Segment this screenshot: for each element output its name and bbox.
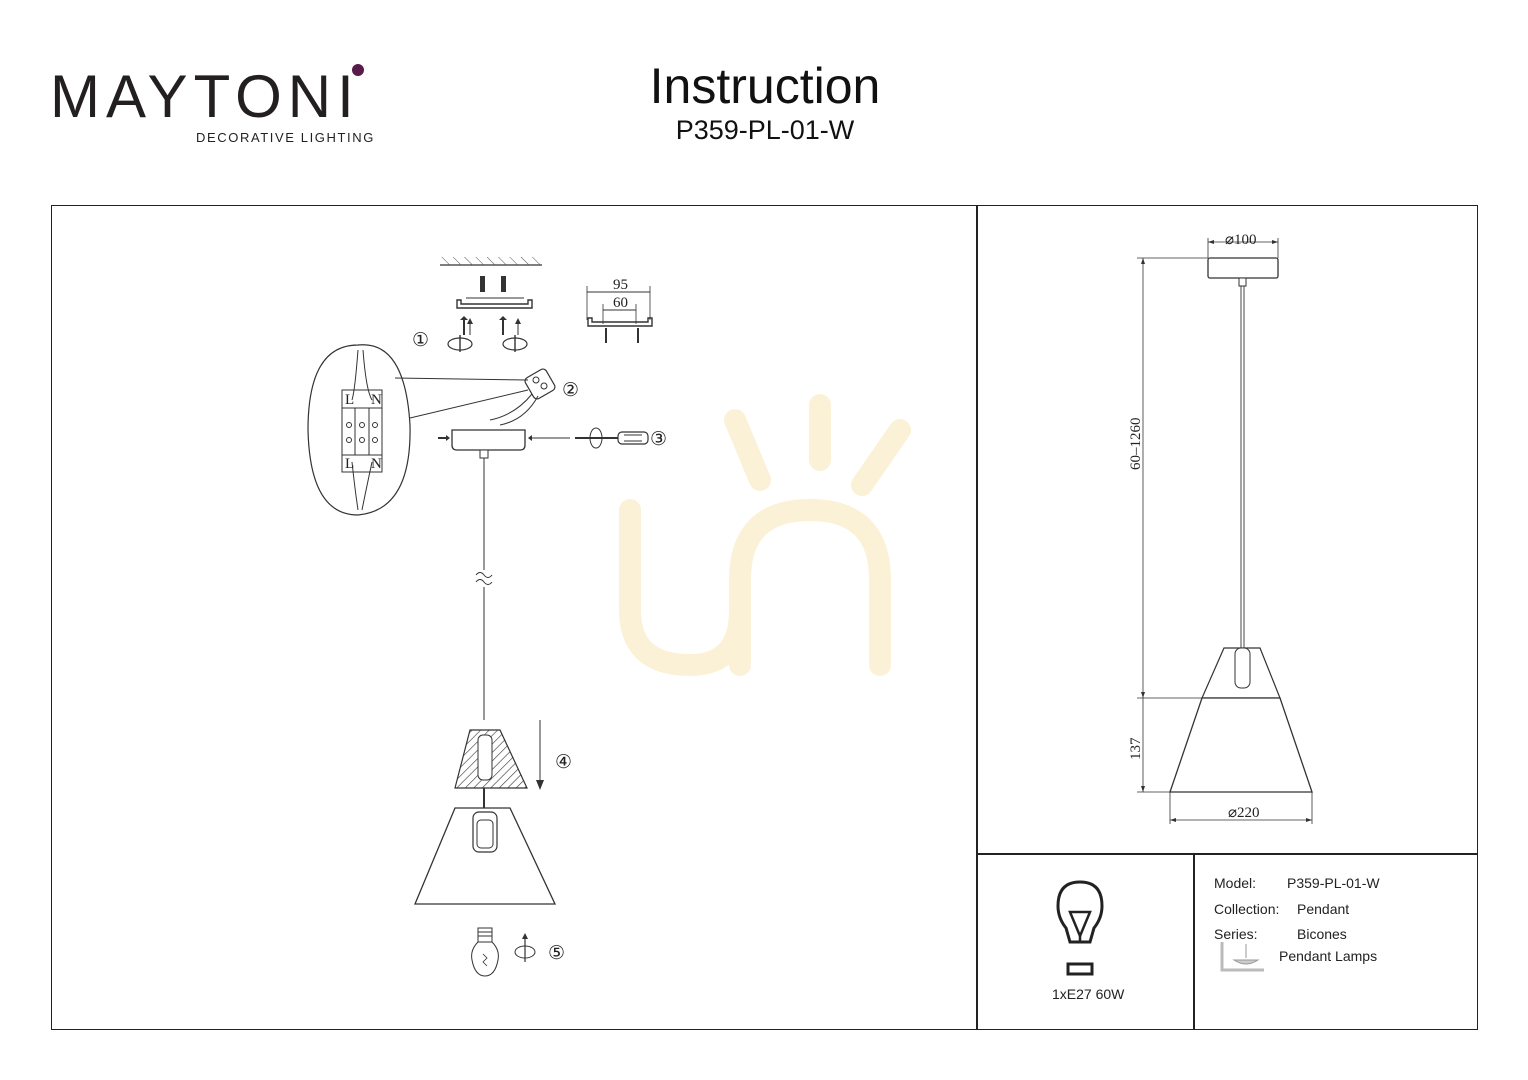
terminal-label-tl: L	[345, 392, 354, 408]
terminal-label-br: N	[371, 456, 382, 472]
assembly-diagram: ① 95 60 ② L N	[307, 257, 667, 977]
spec-collection-label: Collection:	[1214, 901, 1280, 917]
model-code: P359-PL-01-W	[675, 115, 855, 145]
spec-series-label: Series:	[1214, 926, 1258, 942]
spec-model-value: P359-PL-01-W	[1287, 875, 1380, 891]
terminal-label-bl: L	[345, 456, 354, 472]
step-5-label: ⑤	[548, 942, 565, 964]
dim-height-range: 60–1260	[1128, 418, 1144, 471]
frame-divider-horizontal	[976, 853, 1478, 855]
canopy	[438, 429, 570, 459]
step-4-label: ④	[555, 751, 572, 773]
shade-outline	[1169, 697, 1313, 793]
frame-divider-vertical	[976, 205, 978, 1030]
shade-cover	[454, 729, 528, 789]
main-frame	[51, 205, 1478, 1030]
brand-name: MAYTONI	[50, 63, 360, 130]
lamp-shade	[414, 807, 557, 905]
logo-dot-icon	[352, 64, 364, 76]
bracket-dim-outer: 95	[613, 277, 628, 293]
step-3-label: ③	[650, 428, 667, 450]
brand-logo: MAYTONI	[50, 62, 370, 152]
spec-model-label: Model:	[1214, 875, 1257, 891]
spec-collection-value: Pendant	[1297, 901, 1350, 917]
spec-series-value: Bicones	[1297, 926, 1347, 942]
dim-shade-height: 137	[1128, 737, 1144, 760]
wiring-magnifier	[307, 344, 529, 516]
frame-divider-spec	[1193, 853, 1195, 1030]
bulb-install-icon	[471, 927, 536, 977]
canopy-outline	[1207, 257, 1279, 279]
step-2-label: ②	[562, 379, 579, 401]
light-bulb-icon	[1056, 880, 1104, 976]
page-title: Instruction	[649, 58, 881, 114]
screwdriver-icon	[575, 427, 649, 449]
dim-canopy-diameter: ⌀100	[1225, 232, 1257, 248]
bulb-label: 1xE27 60W	[1052, 986, 1125, 1002]
dimension-drawing: ⌀100 60–1260 137 ⌀220	[1128, 232, 1313, 824]
ceiling-mount-group	[440, 257, 542, 352]
bracket-dim-inner: 60	[613, 295, 628, 311]
pendant-lamp-icon	[1220, 942, 1264, 972]
step-1-label: ①	[412, 329, 429, 351]
watermark-icon	[619, 394, 911, 677]
terminal-block	[489, 368, 556, 426]
bracket-detail	[586, 286, 653, 343]
dim-shade-diameter: ⌀220	[1228, 805, 1260, 821]
terminal-label-tr: N	[371, 392, 382, 408]
spec-category: Pendant Lamps	[1279, 948, 1378, 964]
brand-tagline: DECORATIVE LIGHTING	[196, 130, 375, 145]
